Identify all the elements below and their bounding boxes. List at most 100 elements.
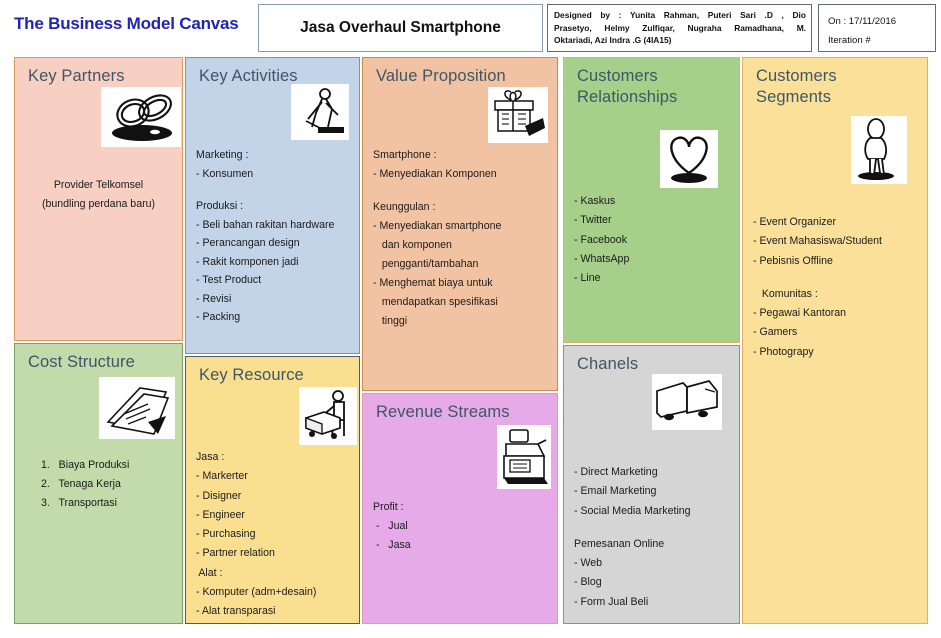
panel-key-activities-title: Key Activities bbox=[199, 67, 298, 85]
key-resource-line-7: - Komputer (adm+desain) bbox=[196, 586, 317, 599]
chanels-line-6: - Blog bbox=[574, 576, 602, 589]
panel-value-proposition-title: Value Proposition bbox=[376, 67, 506, 85]
panel-cost-structure-title: Cost Structure bbox=[28, 353, 135, 371]
key-resource-line-3: - Engineer bbox=[196, 508, 245, 521]
designed-by-line-2: Prasetyo, Helmy Zulfiqar, Nugraha Ramadh… bbox=[554, 22, 806, 33]
cost-structure-item-0: 1. Biaya Produksi bbox=[41, 459, 130, 471]
panel-chanels-title: Chanels bbox=[577, 355, 639, 373]
customers-relationships-line-2: - Facebook bbox=[574, 233, 627, 246]
panel-revenue-streams[interactable]: Revenue Streams Profit : - Jual - Jasa bbox=[362, 393, 558, 624]
chanels-line-7: - Form Jual Beli bbox=[574, 595, 649, 608]
key-partners-line-1: (bundling perdana baru) bbox=[41, 197, 156, 210]
panel-value-proposition-body: Smartphone : - Menyediakan Komponen Keun… bbox=[373, 146, 501, 331]
panel-key-partners-title: Key Partners bbox=[28, 67, 125, 85]
panel-customers-segments-body: - Event Organizer - Event Mahasiswa/Stud… bbox=[753, 213, 882, 362]
value-proposition-line-9: tinggi bbox=[373, 315, 408, 327]
delivery-truck-icon bbox=[652, 374, 722, 430]
panel-key-activities[interactable]: Key Activities Marketing : - bbox=[185, 57, 360, 354]
customers-segments-spacer bbox=[753, 271, 882, 285]
key-activities-line-6: - Rakit komponen jadi bbox=[196, 255, 299, 268]
panel-cost-structure-body: 1. Biaya Produksi 2. Tenaga Kerja 3. Tra… bbox=[41, 456, 129, 512]
project-title: Jasa Overhaul Smartphone bbox=[300, 19, 501, 36]
heart-icon bbox=[660, 130, 718, 188]
chanels-line-4: Pemesanan Online bbox=[574, 537, 665, 550]
chanels-line-2: - Social Media Marketing bbox=[574, 504, 691, 517]
customers-relationships-line-1: - Twitter bbox=[574, 214, 612, 227]
value-proposition-line-5: dan komponen bbox=[373, 239, 452, 251]
revenue-streams-line-2: - Jasa bbox=[373, 539, 411, 551]
customers-segments-line-0: - Event Organizer bbox=[753, 216, 837, 228]
cash-register-icon bbox=[497, 425, 551, 489]
panel-key-partners-body: Provider Telkomsel (bundling perdana bar… bbox=[15, 176, 182, 214]
key-partners-line-0: Provider Telkomsel bbox=[53, 179, 144, 191]
gift-box-icon bbox=[488, 87, 548, 143]
panel-key-partners[interactable]: Key Partners Provider Telkomsel (bundlin… bbox=[14, 57, 183, 341]
documents-icon bbox=[99, 377, 175, 439]
panel-key-resource-title: Key Resource bbox=[199, 366, 304, 384]
panel-customers-segments-title: Customers Segments bbox=[756, 67, 837, 106]
value-proposition-line-4: - Menyediakan smartphone bbox=[373, 220, 502, 232]
key-activities-line-7: - Test Product bbox=[196, 274, 262, 286]
standing-person-icon bbox=[851, 116, 907, 184]
key-resource-line-8: - Alat transparasi bbox=[196, 605, 276, 618]
key-activities-spacer bbox=[196, 183, 334, 197]
customers-relationships-line-0: - Kaskus bbox=[574, 195, 616, 207]
panel-customers-relationships-title: Customers Relationships bbox=[577, 67, 678, 106]
customers-segments-line-4: Komunitas : bbox=[753, 287, 818, 300]
key-activities-line-5: - Perancangan design bbox=[196, 237, 300, 249]
panel-key-resource[interactable]: Key Resource Ja bbox=[185, 356, 360, 624]
panel-value-proposition[interactable]: Value Proposition bbox=[362, 57, 558, 391]
value-proposition-spacer bbox=[373, 184, 501, 198]
customers-segments-line-7: - Photograpy bbox=[753, 345, 814, 358]
canvas-date: On : 17/11/2016 bbox=[828, 16, 897, 27]
customers-relationships-line-3: - WhatsApp bbox=[574, 252, 630, 265]
panel-cost-structure[interactable]: Cost Structure 1. Biaya Produksi 2. Tena bbox=[14, 343, 183, 624]
canvas-iteration: Iteration # bbox=[828, 35, 871, 46]
panel-customers-relationships-body: - Kaskus - Twitter - Facebook - WhatsApp… bbox=[574, 192, 629, 288]
customers-segments-line-5: - Pegawai Kantoran bbox=[753, 307, 847, 320]
worker-mopping-icon bbox=[291, 84, 349, 140]
key-resource-line-4: - Purchasing bbox=[196, 528, 256, 541]
chanels-spacer bbox=[574, 521, 691, 535]
key-resource-line-0: Jasa : bbox=[196, 451, 225, 463]
panel-revenue-streams-title: Revenue Streams bbox=[376, 403, 510, 421]
date-iteration-box: On : 17/11/2016 Iteration # bbox=[818, 4, 936, 52]
revenue-streams-line-0: Profit : bbox=[373, 501, 404, 513]
worker-pallet-jack-icon bbox=[299, 387, 357, 445]
value-proposition-line-6: pengganti/tambahan bbox=[373, 258, 479, 270]
canvas-brand-title: The Business Model Canvas bbox=[14, 14, 239, 33]
cost-structure-item-2: 3. Transportasi bbox=[41, 496, 117, 509]
key-resource-line-5: - Partner relation bbox=[196, 547, 275, 560]
project-title-box: Jasa Overhaul Smartphone bbox=[258, 4, 543, 52]
value-proposition-line-8: mendapatkan spesifikasi bbox=[373, 296, 498, 308]
panel-customers-relationships[interactable]: Customers Relationships - Kaskus - Twitt… bbox=[563, 57, 740, 343]
key-resource-line-6: Alat : bbox=[196, 566, 223, 579]
chanels-line-0: - Direct Marketing bbox=[574, 466, 658, 478]
customers-relationships-line-4: - Line bbox=[574, 272, 601, 285]
designed-by-line-3: Oktariadi, Azi Indra .G (4IA15) bbox=[554, 35, 672, 46]
cost-structure-item-1: 2. Tenaga Kerja bbox=[41, 477, 121, 490]
value-proposition-line-0: Smartphone : bbox=[373, 149, 437, 161]
customers-segments-line-6: - Gamers bbox=[753, 326, 798, 339]
key-activities-line-3: Produksi : bbox=[196, 200, 244, 212]
revenue-streams-line-1: - Jual bbox=[373, 520, 408, 532]
key-activities-line-9: - Packing bbox=[196, 311, 241, 323]
chanels-line-1: - Email Marketing bbox=[574, 485, 657, 498]
key-activities-line-0: Marketing : bbox=[196, 149, 249, 161]
interlocking-rings-icon bbox=[101, 87, 181, 147]
designed-by-line-1: Designed by : Yunita Rahman, Puteri Sari… bbox=[554, 10, 806, 20]
customers-segments-line-1: - Event Mahasiswa/Student bbox=[753, 235, 882, 248]
panel-key-activities-body: Marketing : - Konsumen Produksi : - Beli… bbox=[196, 146, 334, 327]
canvas-header: The Business Model Canvas Jasa Overhaul … bbox=[0, 0, 941, 56]
key-resource-line-2: - Disigner bbox=[196, 489, 242, 502]
panel-customers-segments[interactable]: Customers Segments - Event Organizer - E… bbox=[742, 57, 928, 624]
panel-chanels-body: - Direct Marketing - Email Marketing - S… bbox=[574, 463, 691, 612]
panel-revenue-streams-body: Profit : - Jual - Jasa bbox=[373, 498, 411, 555]
chanels-line-5: - Web bbox=[574, 557, 603, 570]
key-activities-line-1: - Konsumen bbox=[196, 167, 254, 180]
designed-by-box: Designed by : Yunita Rahman, Puteri Sari… bbox=[547, 4, 812, 52]
value-proposition-line-3: Keunggulan : bbox=[373, 201, 436, 213]
panel-chanels[interactable]: Chanels - Direct Marketing - Email Marke… bbox=[563, 345, 740, 624]
